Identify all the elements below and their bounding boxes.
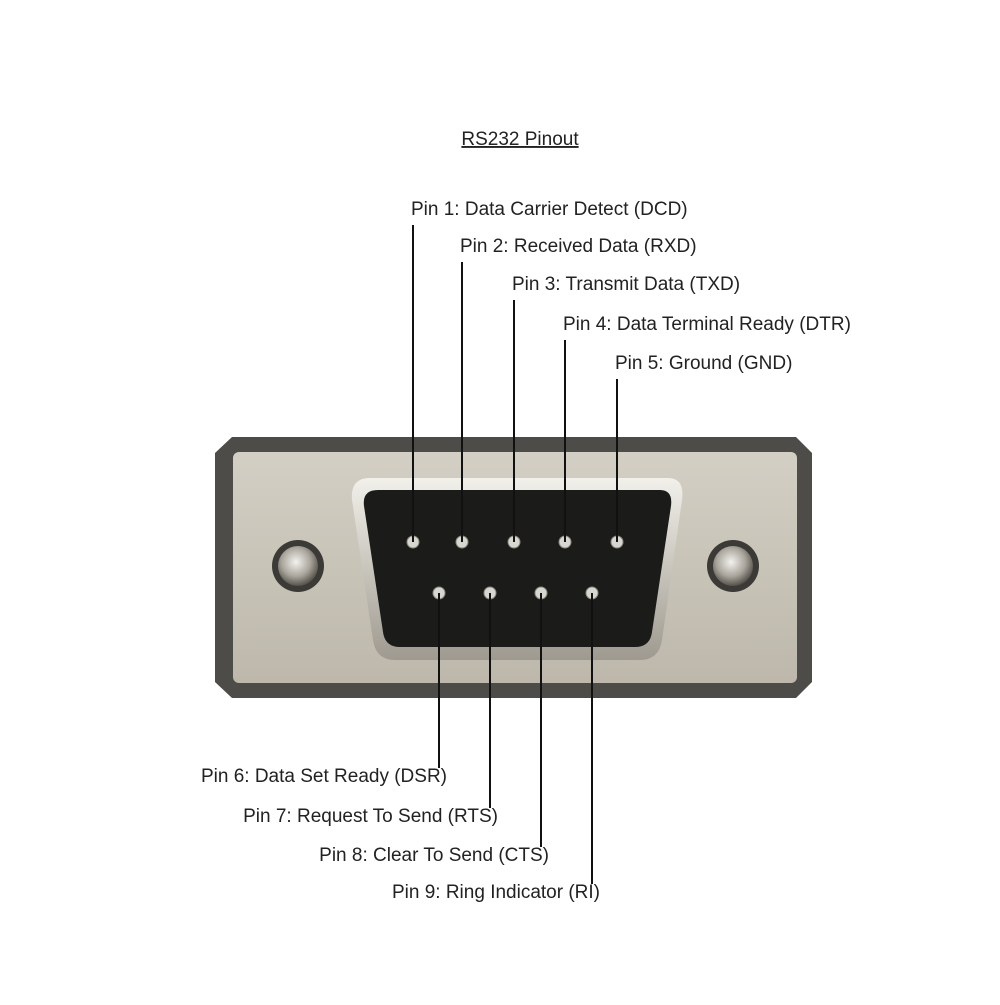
pin-8-label: Pin 8: Clear To Send (CTS) — [319, 845, 549, 866]
pin-2-label: Pin 2: Received Data (RXD) — [460, 236, 697, 257]
connector — [215, 437, 812, 698]
d-shell-insulator — [363, 490, 672, 647]
pin-7-label: Pin 7: Request To Send (RTS) — [243, 806, 498, 827]
pin-3-label: Pin 3: Transmit Data (TXD) — [512, 274, 740, 295]
pin-5-label: Pin 5: Ground (GND) — [615, 353, 792, 374]
pin-4-label: Pin 4: Data Terminal Ready (DTR) — [563, 314, 851, 335]
left-screw-head — [278, 546, 318, 586]
pin-9-label: Pin 9: Ring Indicator (RI) — [392, 882, 600, 903]
right-screw-head — [713, 546, 753, 586]
pin-1-label: Pin 1: Data Carrier Detect (DCD) — [411, 199, 688, 220]
pin-6-label: Pin 6: Data Set Ready (DSR) — [201, 766, 447, 787]
diagram-title: RS232 Pinout — [461, 129, 579, 150]
